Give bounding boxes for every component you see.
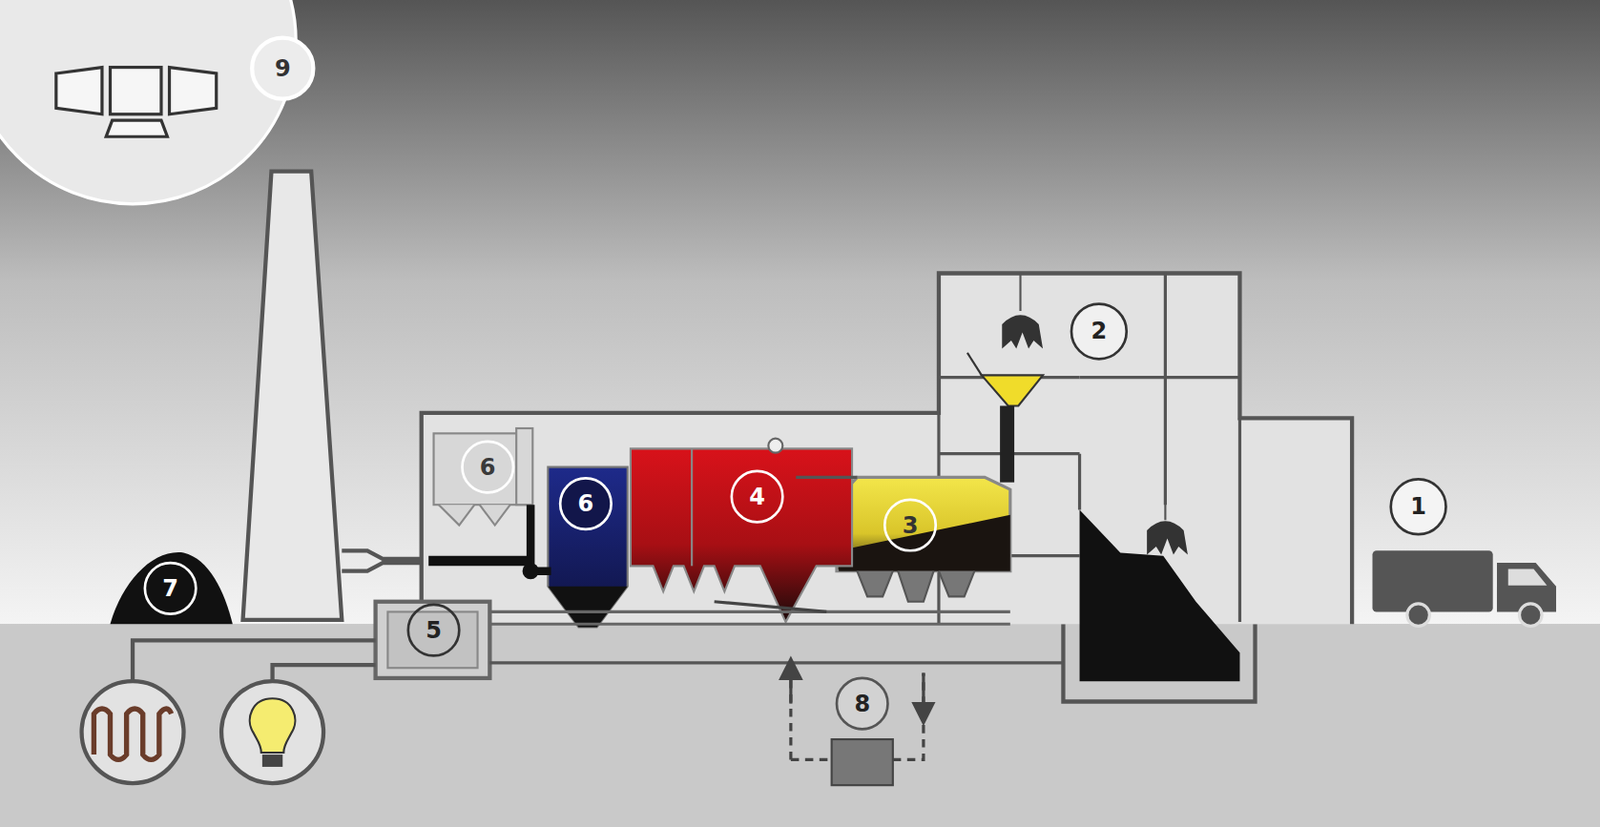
callout-number: 5 — [425, 619, 442, 643]
callout-number: 2 — [1091, 319, 1108, 343]
callout-number: 9 — [274, 57, 291, 81]
callout-number: 6 — [479, 456, 497, 479]
callout-number: 3 — [902, 514, 919, 538]
callout-number: 6 — [578, 492, 595, 516]
callout-number: 7 — [162, 577, 179, 601]
callout-number: 4 — [748, 485, 766, 509]
callout-number: 8 — [853, 692, 871, 716]
callout-number: 1 — [1410, 495, 1427, 519]
